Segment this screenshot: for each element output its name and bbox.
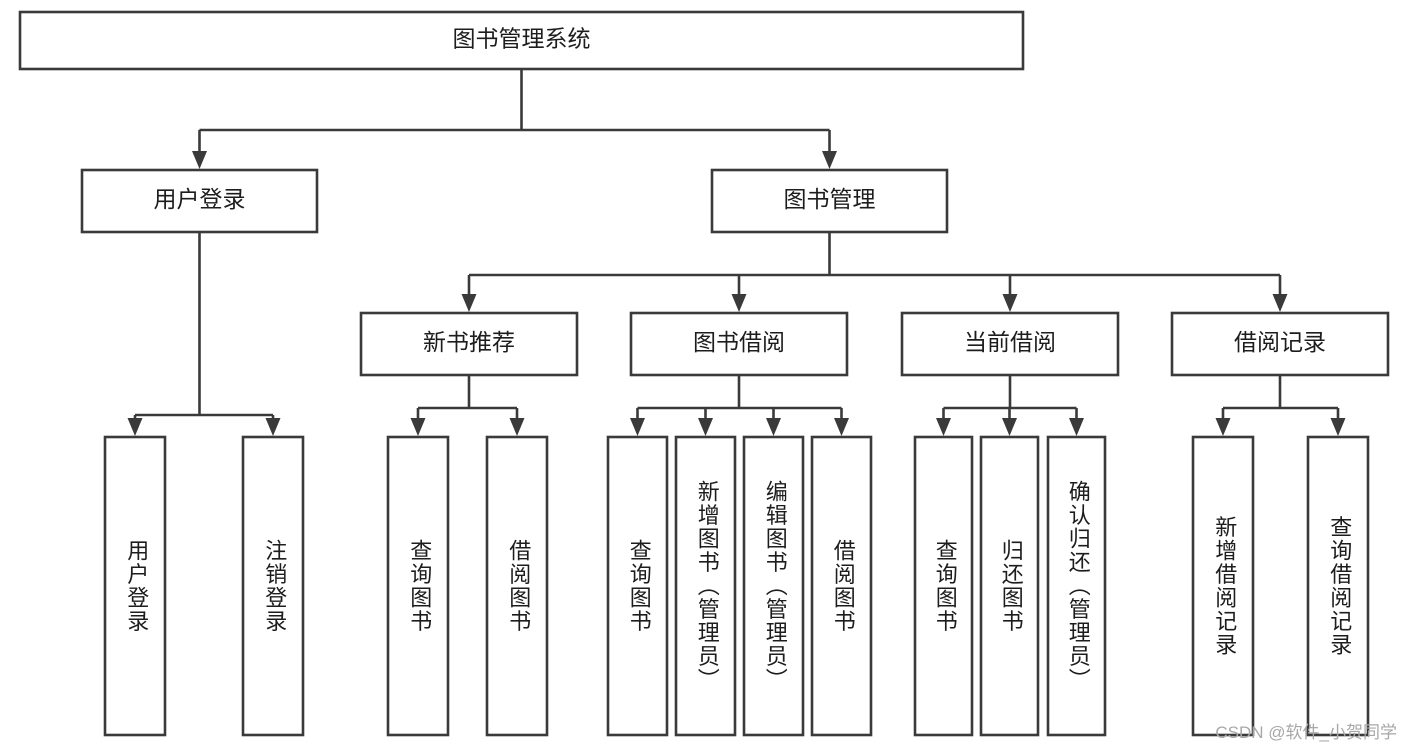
arrow-head-icon <box>630 418 645 436</box>
node-l2_0[interactable]: 用户登录 <box>80 168 319 234</box>
arrow-head-icon <box>1272 294 1288 312</box>
node-leaf_10[interactable]: 确认归还（管理员） <box>1046 435 1107 737</box>
arrow-head-icon <box>192 151 207 169</box>
arrow-head-icon <box>1330 418 1346 436</box>
node-box <box>900 311 1120 377</box>
node-box <box>18 10 1025 71</box>
node-leaf_7[interactable]: 借阅图书 <box>810 435 873 737</box>
node-leaf_2[interactable]: 查询图书 <box>386 435 450 737</box>
node-box <box>913 435 974 737</box>
arrow-head-icon <box>1002 294 1018 312</box>
node-label: 查询图书 <box>933 539 958 633</box>
node-box <box>606 435 669 737</box>
node-label: 当前借阅 <box>964 329 1056 355</box>
arrow-head-icon <box>509 418 525 436</box>
node-box <box>386 435 450 737</box>
node-box <box>485 435 549 737</box>
node-label: 图书借阅 <box>693 329 785 355</box>
node-box <box>1306 435 1370 737</box>
arrow-head-icon <box>461 294 477 312</box>
node-leaf_1[interactable]: 注销登录 <box>241 435 305 737</box>
node-label: 新增图书（管理员） <box>695 480 720 692</box>
node-label: 用户登录 <box>124 539 149 633</box>
node-label: 新增借阅记录 <box>1212 516 1237 657</box>
arrow-head-icon <box>1215 418 1231 436</box>
arrow-head-icon <box>731 294 747 312</box>
node-leaf_9[interactable]: 归还图书 <box>979 435 1040 737</box>
node-label: 借阅图书 <box>831 539 856 633</box>
node-label: 查询图书 <box>407 539 432 633</box>
node-box <box>674 435 737 737</box>
arrow-head-icon <box>698 418 713 436</box>
arrow-head-icon <box>1069 418 1084 436</box>
node-leaf_6[interactable]: 编辑图书（管理员） <box>742 435 805 737</box>
node-box <box>1191 435 1255 737</box>
arrow-head-icon <box>1002 418 1017 436</box>
node-root[interactable]: 图书管理系统 <box>18 10 1025 71</box>
arrow-head-icon <box>822 151 837 169</box>
arrow-head-icon <box>127 418 143 436</box>
connector-layer <box>127 69 1346 436</box>
node-label: 编辑图书（管理员） <box>763 480 788 692</box>
node-l3_2[interactable]: 当前借阅 <box>900 311 1120 377</box>
node-label: 图书管理系统 <box>453 26 591 52</box>
node-box <box>629 311 849 377</box>
node-label: 查询借阅记录 <box>1327 516 1352 657</box>
arrow-head-icon <box>766 418 781 436</box>
node-label: 注销登录 <box>262 539 287 633</box>
node-label: 确认归还（管理员） <box>1066 480 1091 692</box>
node-leaf_11[interactable]: 新增借阅记录 <box>1191 435 1255 737</box>
node-l3_0[interactable]: 新书推荐 <box>359 311 579 377</box>
node-box <box>241 435 305 737</box>
node-l2_1[interactable]: 图书管理 <box>710 168 949 234</box>
node-l3_3[interactable]: 借阅记录 <box>1170 311 1390 377</box>
node-box <box>1170 311 1390 377</box>
node-box <box>810 435 873 737</box>
node-leaf_4[interactable]: 查询图书 <box>606 435 669 737</box>
node-box <box>979 435 1040 737</box>
node-leaf_8[interactable]: 查询图书 <box>913 435 974 737</box>
node-box <box>359 311 579 377</box>
node-label: 借阅记录 <box>1234 329 1326 355</box>
arrow-head-icon <box>265 418 281 436</box>
node-label: 归还图书 <box>999 539 1024 633</box>
node-l3_1[interactable]: 图书借阅 <box>629 311 849 377</box>
arrow-head-icon <box>410 418 426 436</box>
node-label: 用户登录 <box>154 186 246 212</box>
node-leaf_12[interactable]: 查询借阅记录 <box>1306 435 1370 737</box>
node-leaf_0[interactable]: 用户登录 <box>103 435 167 737</box>
watermark-text: CSDN @软件_小贺同学 <box>1215 723 1397 742</box>
node-label: 借阅图书 <box>506 539 531 633</box>
node-label: 新书推荐 <box>423 329 515 355</box>
node-label: 查询图书 <box>627 539 652 633</box>
node-box <box>742 435 805 737</box>
node-box <box>103 435 167 737</box>
arrow-head-icon <box>936 418 951 436</box>
node-layer: 图书管理系统用户登录图书管理新书推荐图书借阅当前借阅借阅记录用户登录注销登录查询… <box>18 10 1390 737</box>
node-leaf_5[interactable]: 新增图书（管理员） <box>674 435 737 737</box>
node-label: 图书管理 <box>784 186 876 212</box>
arrow-head-icon <box>834 418 849 436</box>
node-box <box>1046 435 1107 737</box>
node-leaf_3[interactable]: 借阅图书 <box>485 435 549 737</box>
node-box <box>710 168 949 234</box>
node-box <box>80 168 319 234</box>
